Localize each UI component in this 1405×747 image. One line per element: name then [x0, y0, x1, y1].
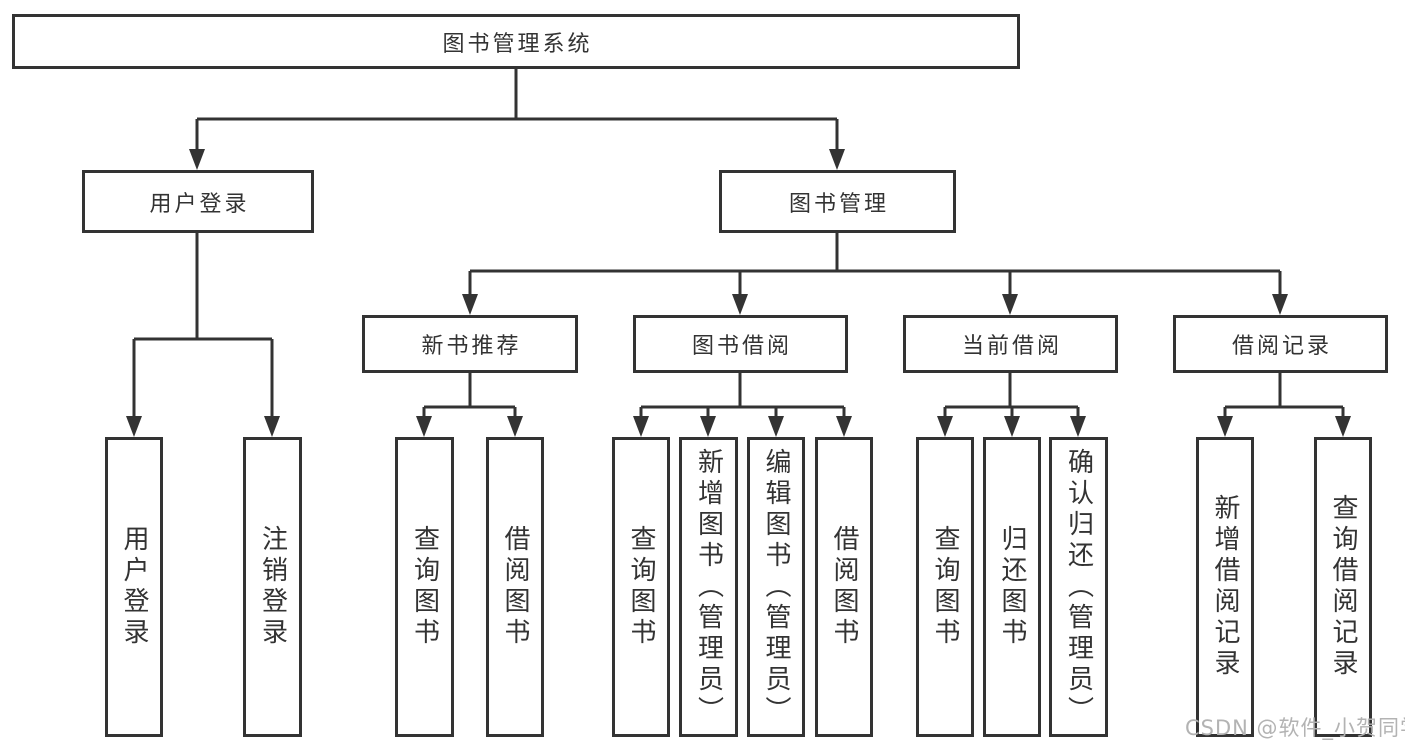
- leaf-return-books-label: 归还图书: [997, 525, 1027, 649]
- connector-user-login-branch: [132, 233, 274, 419]
- node-current-borrowing-label: 当前借阅: [961, 334, 1062, 359]
- leaf-user-login: 用户登录: [105, 437, 163, 737]
- leaf-query-books-recommend-label: 查询图书: [409, 525, 440, 649]
- connector-root-to-level2: [195, 68, 839, 152]
- connector-book-borrowing-branch: [639, 373, 846, 419]
- leaf-edit-books-admin: 编辑图书（管理员）: [747, 437, 805, 737]
- connector-borrowing-records-branch: [1223, 373, 1345, 419]
- node-system-root-label: 图书管理系统: [442, 31, 593, 57]
- connector-current-borrowing-branch: [943, 373, 1080, 419]
- node-new-book-recommend-label: 新书推荐: [421, 334, 522, 359]
- leaf-borrow-books-borrowing: 借阅图书: [815, 437, 873, 737]
- watermark-text: CSDN @软件_小贺同学: [1185, 716, 1405, 740]
- leaf-return-books: 归还图书: [983, 437, 1041, 737]
- leaf-add-books-admin: 新增图书（管理员）: [679, 437, 738, 737]
- node-book-management: 图书管理: [719, 170, 956, 233]
- leaf-query-books-borrowing: 查询图书: [612, 437, 670, 737]
- leaf-logout-login: 注销登录: [243, 437, 302, 737]
- node-system-root: 图书管理系统: [12, 14, 1020, 69]
- leaf-query-borrow-record: 查询借阅记录: [1314, 437, 1372, 737]
- connector-lines: [132, 68, 1345, 419]
- leaf-add-borrow-record: 新增借阅记录: [1196, 437, 1254, 737]
- leaf-query-books-current: 查询图书: [916, 437, 974, 737]
- leaf-confirm-return-admin-label: 确认归还（管理员）: [1063, 447, 1094, 727]
- node-user-login: 用户登录: [82, 170, 314, 233]
- node-new-book-recommend: 新书推荐: [362, 315, 578, 373]
- leaf-borrow-books-recommend-label: 借阅图书: [500, 525, 530, 649]
- node-borrowing-records: 借阅记录: [1173, 315, 1388, 373]
- leaf-edit-books-admin-label: 编辑图书（管理员）: [761, 447, 791, 727]
- leaf-borrow-books-recommend: 借阅图书: [486, 437, 544, 737]
- node-book-borrowing: 图书借阅: [633, 315, 848, 373]
- node-book-management-label: 图书管理: [788, 191, 889, 217]
- connector-new-book-branch: [422, 373, 517, 419]
- node-borrowing-records-label: 借阅记录: [1231, 334, 1332, 359]
- leaf-user-login-label: 用户登录: [119, 525, 149, 649]
- leaf-query-books-borrowing-label: 查询图书: [626, 525, 656, 649]
- leaf-query-borrow-record-label: 查询借阅记录: [1328, 494, 1358, 680]
- leaf-add-borrow-record-label: 新增借阅记录: [1210, 494, 1240, 680]
- leaf-query-books-current-label: 查询图书: [930, 525, 960, 649]
- connector-book-management-to-level3: [468, 233, 1282, 297]
- node-current-borrowing: 当前借阅: [903, 315, 1118, 373]
- node-user-login-label: 用户登录: [149, 191, 250, 217]
- leaf-confirm-return-admin: 确认归还（管理员）: [1049, 437, 1108, 737]
- leaf-query-books-recommend: 查询图书: [395, 437, 454, 737]
- leaf-logout-login-label: 注销登录: [257, 525, 288, 649]
- leaf-add-books-admin-label: 新增图书（管理员）: [693, 447, 724, 727]
- node-book-borrowing-label: 图书借阅: [691, 334, 792, 359]
- leaf-borrow-books-borrowing-label: 借阅图书: [829, 525, 859, 649]
